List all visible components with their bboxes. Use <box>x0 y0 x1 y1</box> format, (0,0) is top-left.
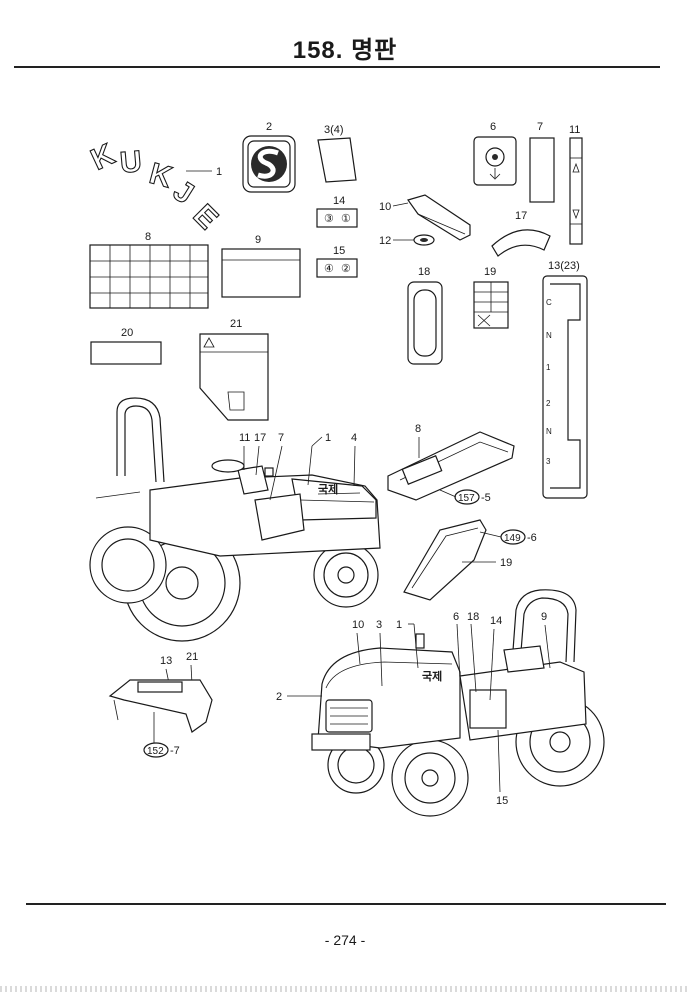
callout-label: 10 <box>379 201 391 213</box>
callout-label: 1 <box>216 166 222 178</box>
callout-label: 19 <box>500 557 512 569</box>
callout-ref: 152 <box>147 746 164 757</box>
callout-label: 11 <box>569 124 580 136</box>
callout-label: -7 <box>170 745 180 757</box>
callout-label: 14 <box>490 615 502 627</box>
panel-mark: ④ <box>324 263 334 275</box>
callout-ref: 149 <box>504 533 521 544</box>
callout-label: 15 <box>496 795 508 807</box>
callout-label: 18 <box>418 266 430 278</box>
callout-label: 6 <box>490 121 496 133</box>
callout-label: 9 <box>541 611 547 623</box>
panel-mark: ② <box>341 263 351 275</box>
page-number: - 274 - <box>324 932 366 948</box>
callout-label: 13 <box>160 655 172 667</box>
tractor-left-illustration: 국제 <box>89 397 381 642</box>
callout-label: 6 <box>453 611 459 623</box>
callout-ref: 157 <box>458 493 475 504</box>
callout-label: 8 <box>145 231 151 243</box>
callout-label: 7 <box>537 121 543 133</box>
callout-label: 9 <box>255 234 261 246</box>
tractor-right-illustration: 국제 <box>311 589 605 817</box>
tractor-name-decal: 국제 <box>318 482 338 496</box>
callout-label: -5 <box>481 492 491 504</box>
kukje-letter: K <box>146 157 176 195</box>
kukje-letter: U <box>119 145 143 180</box>
callout-label: 21 <box>186 651 198 663</box>
callout-label: 3 <box>376 619 382 631</box>
callout-label: 2 <box>266 121 272 133</box>
callout-label: 17 <box>515 210 527 222</box>
callout-label: 2 <box>276 691 282 703</box>
shift-letter: N <box>546 427 552 436</box>
callout-label: 10 <box>352 619 364 631</box>
callout-label: 11 <box>239 432 250 444</box>
callout-label: 21 <box>230 318 242 330</box>
header-rule <box>14 66 660 68</box>
shift-letter: 3 <box>546 457 551 466</box>
callout-label: 20 <box>121 327 133 339</box>
callout-label: 14 <box>333 195 345 207</box>
footer-rule <box>26 903 666 905</box>
kukje-letter: J <box>168 174 200 211</box>
callout-label: 1 <box>325 432 331 444</box>
scan-artifact <box>0 986 690 992</box>
callout-label: 3(4) <box>324 124 344 136</box>
callout-label: 19 <box>484 266 496 278</box>
kukje-letter: K <box>86 138 120 177</box>
callout-label: 8 <box>415 423 421 435</box>
panel-mark: ③ <box>324 213 334 225</box>
panel-mark: ① <box>341 213 351 225</box>
kukje-decal: K U K J E <box>85 137 224 236</box>
callout-label: 15 <box>333 245 345 257</box>
callout-label: 17 <box>254 432 266 444</box>
shift-letter: C <box>546 298 552 307</box>
callout-label: 4 <box>351 432 357 444</box>
callout-label: 1 <box>396 619 402 631</box>
callout-label: 12 <box>379 235 391 247</box>
shift-letter: 1 <box>546 363 551 372</box>
callout-label: 13(23) <box>548 260 580 272</box>
callout-label: 18 <box>467 611 479 623</box>
tractor-name-decal: 국제 <box>422 669 442 683</box>
shift-letter: 2 <box>546 399 551 408</box>
kukje-letter: E <box>187 198 224 235</box>
shift-letter: N <box>546 331 552 340</box>
callout-label: -6 <box>527 532 537 544</box>
page-title: 158. 명판 <box>292 37 398 64</box>
callout-label: 7 <box>278 432 284 444</box>
